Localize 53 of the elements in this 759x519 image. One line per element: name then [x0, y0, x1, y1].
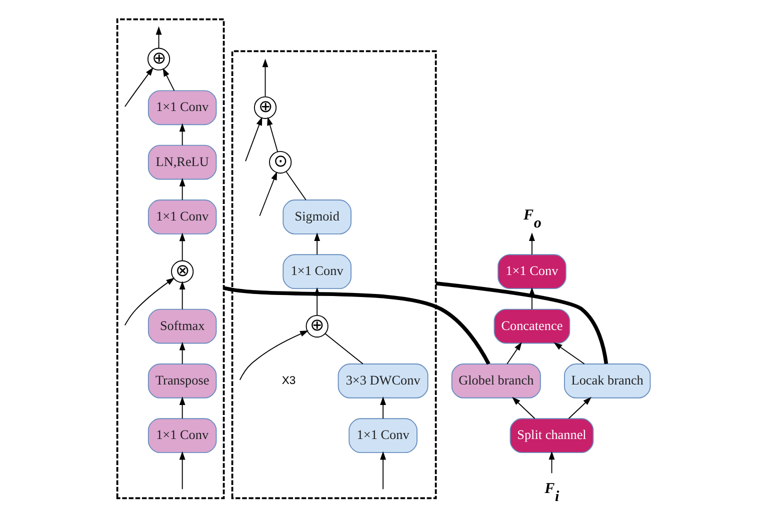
- arrow: [155, 26, 162, 49]
- node-circle: ⊕: [253, 96, 276, 119]
- node-box: 1×1 Conv: [497, 254, 566, 290]
- arrow: [178, 178, 185, 200]
- node-circle: ⊕: [305, 314, 328, 338]
- node-box: Globel branch: [450, 364, 540, 398]
- node-circle: ⊙: [268, 151, 292, 174]
- arrow: [124, 278, 174, 326]
- node-circle: ⊗: [170, 260, 194, 283]
- node-box: 3×3 DWConv: [337, 364, 428, 398]
- arrow: [266, 116, 278, 152]
- node-circle: ⊕: [146, 48, 170, 70]
- connector: [285, 171, 306, 200]
- node-box: 1×1 Conv: [282, 254, 351, 290]
- cluster: [230, 50, 436, 500]
- node-box: Softmax: [147, 308, 216, 344]
- connector: [435, 282, 608, 364]
- node-box: Locak branch: [564, 364, 650, 398]
- node-box: 1×1 Conv: [147, 90, 216, 126]
- arrow: [258, 172, 277, 216]
- node-box: 1×1 Conv: [147, 200, 216, 234]
- arrow: [124, 67, 153, 108]
- connector: [324, 333, 363, 364]
- arrow: [178, 123, 185, 146]
- arrow: [178, 281, 185, 310]
- node-box: Sigmoid: [282, 200, 351, 234]
- arrow: [162, 68, 174, 92]
- cluster: [116, 18, 224, 500]
- node-box: LN,ReLU: [147, 144, 216, 180]
- arrow: [178, 451, 185, 490]
- arrow: [380, 396, 386, 419]
- arrow: [528, 232, 534, 256]
- connector: [222, 286, 490, 365]
- arrow: [506, 342, 522, 364]
- arrow: [244, 116, 262, 162]
- arrow: [380, 451, 386, 490]
- node-box: 1×1 Conv: [147, 418, 216, 454]
- arrow: [512, 396, 535, 419]
- arrow: [238, 330, 308, 380]
- arrow: [553, 342, 584, 364]
- node-box: Concatence: [493, 308, 570, 344]
- arrow: [262, 58, 268, 97]
- arrow: [568, 396, 591, 419]
- arrow: [178, 342, 185, 364]
- arrow: [178, 232, 185, 262]
- arrow: [178, 396, 185, 419]
- node-box: Transpose: [147, 364, 216, 398]
- node-box: 1×1 Conv: [348, 418, 417, 454]
- label: X3: [281, 374, 296, 387]
- arrow: [314, 232, 320, 256]
- arrow: [314, 287, 320, 316]
- node-box: Split channel: [509, 418, 594, 454]
- arrow: [548, 451, 554, 474]
